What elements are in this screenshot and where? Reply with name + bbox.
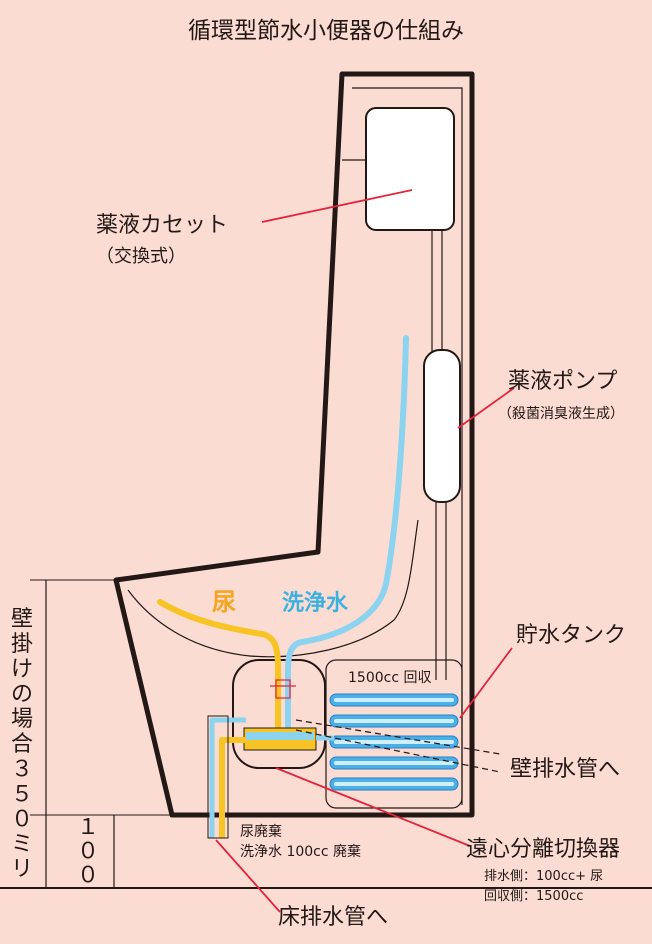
diagram-title: 循環型節水小便器の仕組み	[188, 18, 464, 44]
wall-mount-char: 場	[11, 707, 33, 732]
wall-mount-char: 壁	[11, 607, 33, 632]
wall-mount-char: ５	[11, 782, 33, 807]
chemical-tube-lower	[435, 502, 447, 680]
wall-mount-char: ０	[11, 807, 33, 832]
wall-mount-char: ミ	[11, 832, 33, 857]
urine-waste-label: 尿廃棄	[240, 823, 282, 840]
cassette-label: 薬液カセット	[96, 213, 228, 238]
floor-clearance-char: ０	[77, 839, 99, 864]
chemical-tube	[431, 230, 443, 352]
coil-highlight	[334, 782, 454, 786]
urinal-inner-wall	[352, 87, 463, 805]
cassette-sub-label: （交換式）	[96, 246, 186, 267]
recover-1500-label: 1500cc 回収	[348, 670, 431, 686]
urinal-bowl-curve	[127, 519, 419, 658]
wash-water-label: 洗浄水	[282, 590, 349, 616]
drain-pipe-outline	[207, 715, 229, 839]
urine-flow	[157, 599, 281, 747]
separator-basin-water	[246, 732, 314, 740]
coil-highlight	[334, 740, 454, 744]
wall-mount-char: リ	[11, 857, 33, 882]
wall-mount-char: ３	[11, 757, 33, 782]
coil-highlight	[334, 698, 454, 702]
urine-drain-pipe	[219, 737, 246, 838]
wall-drain-label: 壁排水管へ	[510, 757, 620, 782]
urine-label: 尿	[212, 588, 236, 616]
leader-cassette	[261, 189, 413, 223]
tank-coils	[329, 693, 459, 791]
coil-highlight	[334, 761, 454, 765]
recover-side-label: 回収側：1500cc	[484, 889, 583, 904]
leader-separator	[275, 767, 471, 847]
wash-drain-pipe	[209, 717, 246, 838]
wash-water-flow	[285, 335, 409, 747]
floor-drain-label: 床排水管へ	[278, 905, 388, 930]
wall-mount-char: け	[11, 657, 33, 682]
floor-clearance-char: ０	[77, 863, 99, 888]
separator-label: 遠心分離切換器	[466, 837, 620, 862]
wall-mount-char: 掛	[11, 632, 33, 657]
pump-sub-label: （殺菌消臭液生成）	[498, 406, 624, 422]
floor-clearance-label: １００	[77, 815, 99, 888]
leader-floor-drain	[215, 839, 281, 913]
wall-mount-char: の	[11, 682, 33, 707]
separator-valve	[275, 679, 291, 699]
floor-clearance-char: １	[77, 815, 99, 840]
tank-label: 貯水タンク	[516, 623, 626, 648]
leader-pump	[457, 387, 515, 429]
leader-lines	[215, 189, 515, 913]
pump-label: 薬液ポンプ	[508, 369, 617, 394]
wash-waste-label: 洗浄水 100cc 廃棄	[240, 843, 361, 860]
leader-tank	[459, 647, 513, 719]
coil-highlight	[334, 719, 454, 723]
wall-drain-dashed	[295, 719, 501, 773]
drain-side-label: 排水側：100cc+ 尿	[484, 869, 603, 884]
chemical-cassette	[365, 107, 455, 231]
wall-mount-char: 合	[11, 732, 33, 757]
chemical-pump	[423, 349, 461, 503]
